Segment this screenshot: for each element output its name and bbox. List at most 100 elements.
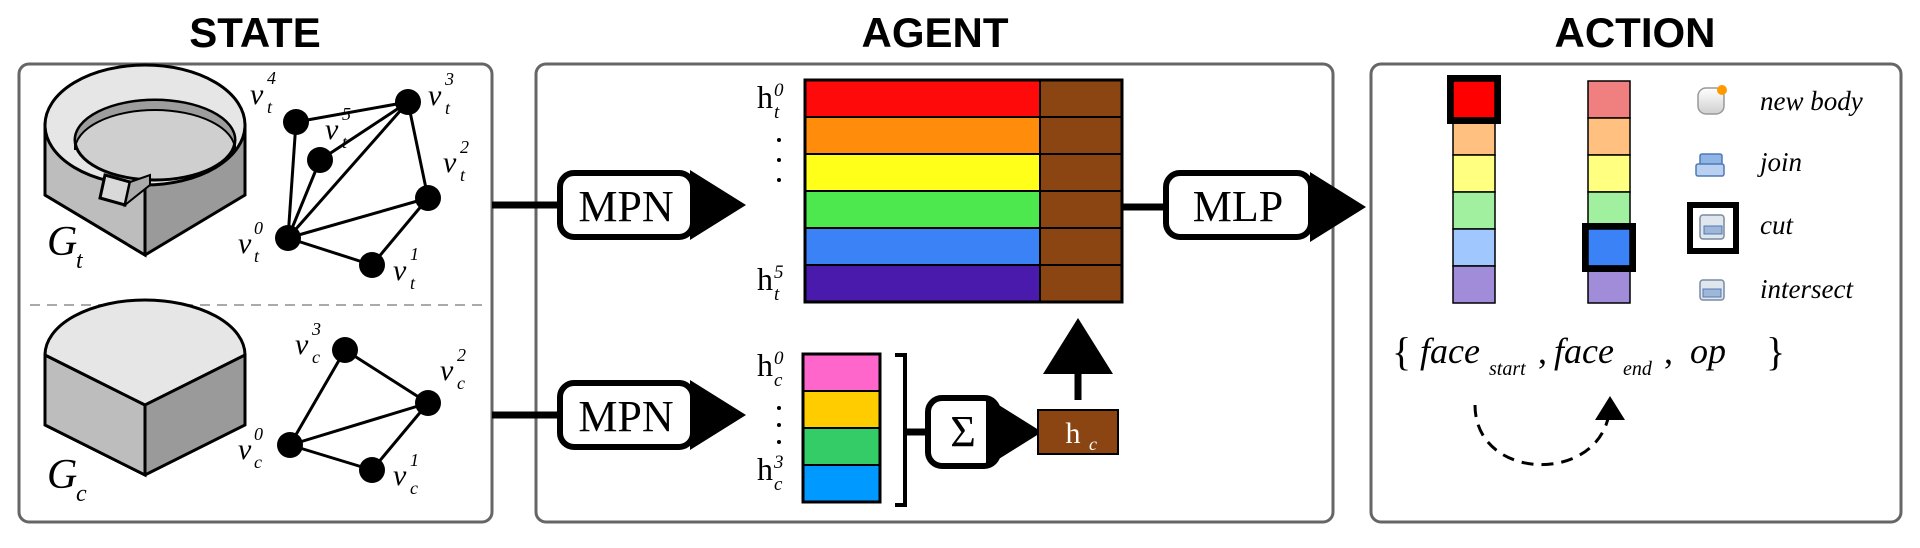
svg-text:t: t (410, 273, 416, 293)
target-node-4 (283, 109, 309, 135)
h-t-first-sup: 0 (774, 80, 784, 101)
face-start-selected-frame (1447, 75, 1501, 124)
target-embedding-row (804, 116, 1041, 155)
target-embedding-row (804, 227, 1041, 266)
target-embedding-row (804, 79, 1041, 118)
state-panel (17, 62, 494, 524)
h-c-last-sub: c (774, 474, 783, 495)
target-graph-edges (286, 100, 430, 267)
face-start-cell (1452, 80, 1496, 119)
svg-text:0: 0 (254, 424, 263, 444)
current-embedding-row (802, 464, 881, 503)
agent-panel (534, 62, 1335, 524)
h-t-last-sup: 5 (774, 262, 784, 283)
svg-text:c: c (254, 452, 262, 472)
current-node-1 (359, 457, 385, 483)
target-graph-label: G (47, 219, 77, 265)
svg-text:v: v (440, 354, 454, 387)
target-embedding-row (804, 190, 1041, 229)
face-start-cell (1452, 191, 1496, 230)
intersect-icon (1699, 279, 1725, 301)
target-node-labels: v 0 t v 1 t v 2 t v 3 t v 4 t v 5 t (238, 68, 469, 293)
svg-text:t: t (460, 165, 466, 185)
pooled-h-sub: c (1089, 434, 1097, 454)
face-end-cell (1587, 80, 1631, 119)
face-end-distribution (1582, 80, 1636, 304)
action-heading: ACTION (1555, 9, 1716, 56)
target-matrix-border (803, 78, 1124, 304)
face-start-text: face (1420, 331, 1480, 371)
new-body-icon (1697, 85, 1727, 115)
action-tuple: { face start , face end , op } (1392, 329, 1785, 380)
target-embedding-row (804, 264, 1041, 303)
pooled-current-embedding (1037, 409, 1119, 455)
svg-text:t: t (342, 132, 348, 152)
target-graph-label-sub: t (76, 248, 84, 274)
target-embedding-matrix (803, 78, 1124, 304)
target-graph-nodes (275, 89, 441, 278)
target-concat-cell (1039, 153, 1123, 192)
join-icon (1695, 153, 1725, 177)
op-new-body-label: new body (1760, 86, 1863, 116)
current-embedding-matrix (801, 352, 882, 504)
h-c-vdots (777, 406, 781, 444)
svg-text:c: c (410, 478, 418, 498)
svg-text:t: t (267, 97, 273, 117)
face-end-text: face (1554, 331, 1614, 371)
h-c-first-sup: 0 (774, 348, 784, 369)
start-to-end-dashed-arrow (1473, 396, 1625, 467)
face-end-cell (1587, 117, 1631, 156)
op-intersect-label: intersect (1760, 274, 1854, 304)
svg-text:0: 0 (254, 218, 263, 238)
h-c-last-sup: 3 (773, 452, 784, 473)
op-cut-label: cut (1760, 210, 1794, 240)
h-t-last-label: h (757, 261, 773, 297)
svg-text:2: 2 (457, 345, 466, 365)
face-start-distribution (1447, 75, 1501, 304)
target-concat-cell (1039, 227, 1123, 266)
pooled-h-label: h (1066, 417, 1081, 450)
current-embedding-row (802, 390, 881, 429)
face-start-sub: start (1489, 358, 1526, 380)
target-embedding-row (804, 153, 1041, 192)
current-node-labels: v 0 c v 1 c v 2 c v 3 c (238, 319, 466, 498)
svg-text:1: 1 (410, 450, 419, 470)
op-join-label: join (1757, 147, 1802, 177)
svg-text:5: 5 (342, 104, 351, 124)
current-graph-nodes (277, 337, 441, 483)
op-selected-frame (1687, 202, 1739, 254)
target-node-0 (275, 225, 301, 251)
face-start-cell (1452, 265, 1496, 304)
face-end-cell (1587, 191, 1631, 230)
tuple-comma-2: , (1664, 331, 1673, 371)
svg-text:v: v (238, 433, 252, 466)
target-concat-cell (1039, 79, 1123, 118)
h-t-vdots (777, 138, 781, 182)
svg-text:c: c (312, 347, 320, 367)
face-start-cell (1452, 154, 1496, 193)
current-graph-edges (288, 348, 430, 472)
svg-text:v: v (325, 113, 339, 146)
op-text: op (1690, 331, 1726, 371)
svg-text:v: v (250, 78, 264, 111)
current-embedding-row (802, 353, 881, 392)
svg-text:t: t (445, 98, 451, 118)
pooling-bracket (895, 353, 907, 507)
svg-text:v: v (393, 254, 407, 287)
mlp-label: MLP (1193, 182, 1283, 231)
mpn-top-label: MPN (578, 182, 673, 231)
target-solid (43, 63, 247, 258)
target-node-3 (395, 89, 421, 115)
face-end-sub: end (1623, 358, 1653, 380)
sum-symbol: Σ (950, 407, 976, 456)
svg-text:2: 2 (460, 137, 469, 157)
cut-icon (1699, 214, 1725, 240)
target-node-2 (415, 185, 441, 211)
svg-text:v: v (238, 227, 252, 260)
tuple-comma-1: , (1538, 331, 1547, 371)
action-panel (1369, 62, 1903, 524)
svg-text:3: 3 (444, 69, 454, 89)
svg-text:v: v (393, 459, 407, 492)
current-node-3 (332, 337, 358, 363)
